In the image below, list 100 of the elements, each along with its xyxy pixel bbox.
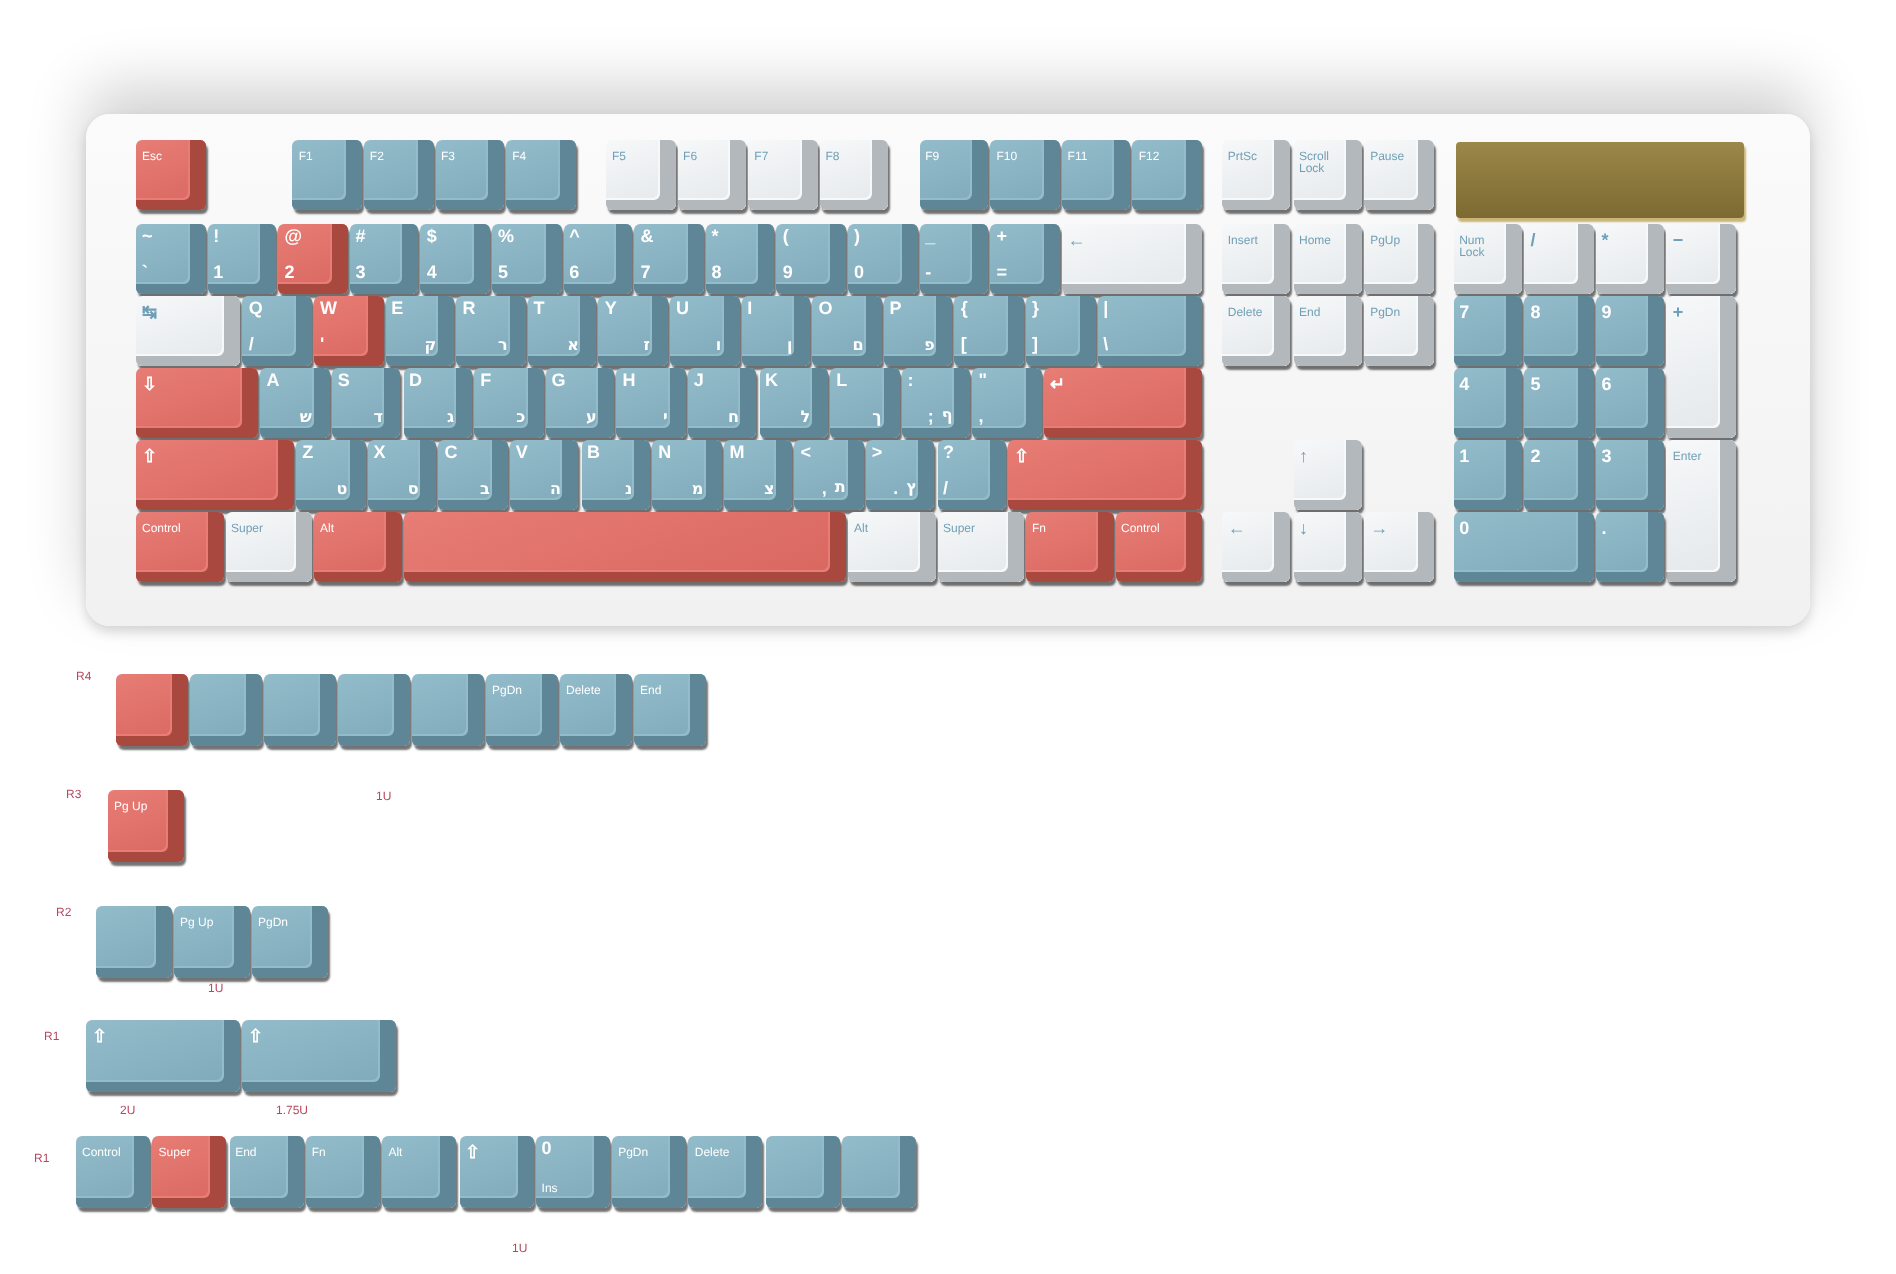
key-legend: + [1672, 304, 1718, 323]
keycap [1595, 440, 1665, 510]
key-legend: ⇩ [142, 376, 241, 395]
keycap [616, 368, 686, 438]
blank-keycap [412, 674, 484, 746]
key-legend: M [729, 444, 775, 463]
key-legend: ר [497, 337, 508, 354]
blank-keycap [190, 674, 262, 746]
key-legend: צ [764, 481, 775, 498]
keycap [1221, 140, 1291, 210]
key-legend: ף [941, 407, 953, 426]
key-legend: ? [943, 444, 989, 463]
key-legend: & [640, 228, 686, 247]
keycap [794, 440, 864, 510]
keycap [865, 440, 935, 510]
key-legend: % [498, 228, 544, 247]
blank-keycap [842, 1136, 916, 1208]
key-legend: נ [624, 481, 633, 498]
keycap [634, 674, 706, 746]
keycap [1453, 512, 1594, 582]
keycap [972, 368, 1042, 438]
key-legend: ד [373, 409, 383, 426]
key-legend: ( [782, 228, 828, 247]
key-legend: W [320, 300, 366, 319]
keycap [634, 224, 704, 294]
key-legend: י [663, 409, 668, 426]
key-legend: " [978, 372, 1024, 391]
keycap [723, 440, 793, 510]
key-legend: V [515, 444, 561, 463]
blank-keycap [765, 1136, 840, 1208]
keycap [331, 368, 401, 438]
key-legend: פ [924, 337, 935, 354]
key-legend: ; [927, 407, 934, 426]
key-legend: ! [213, 228, 259, 247]
key-legend: כ [516, 409, 526, 426]
key-legend: # [355, 228, 401, 247]
key-legend: P [889, 300, 935, 319]
key-legend: ק [424, 337, 437, 354]
keycap [990, 140, 1060, 210]
key-legend: ↹ [142, 304, 223, 323]
key-legend: T [533, 300, 579, 319]
keycap [1026, 512, 1113, 582]
key-legend: מ [691, 481, 704, 498]
key-legend: : [907, 372, 953, 391]
keycap [225, 512, 312, 582]
keycap [1666, 224, 1736, 294]
keycap [1293, 440, 1363, 510]
keycap [748, 140, 818, 210]
keycap [560, 674, 632, 746]
key-legend: ו [715, 337, 722, 354]
key-legend: ↑ [1299, 448, 1345, 467]
key-legend: ] [1032, 335, 1038, 354]
keycap [292, 140, 362, 210]
key-legend: ך [872, 409, 882, 426]
keycap [990, 224, 1060, 294]
keycap [1026, 296, 1096, 366]
key-legend: 5 [498, 263, 509, 282]
key-legend: / [248, 335, 254, 354]
keycap [486, 674, 558, 746]
keycap [492, 224, 562, 294]
key-legend: ט [336, 481, 348, 498]
keycap [260, 368, 330, 438]
key-legend: ⇧ [248, 1028, 378, 1047]
key-legend: X [373, 444, 419, 463]
key-legend: ⇧ [1014, 448, 1184, 467]
key-legend: * [1601, 232, 1647, 251]
keycap [1524, 296, 1594, 366]
keycap [581, 440, 651, 510]
keycap [937, 440, 1007, 510]
keycap [598, 296, 668, 366]
key-legend: ע [585, 409, 597, 426]
keycap [1364, 512, 1434, 582]
key-legend: ^ [569, 228, 615, 247]
keycap [420, 224, 490, 294]
keycap [459, 1136, 533, 1208]
keycap [1115, 512, 1202, 582]
key-legend: 6 [1601, 376, 1647, 395]
keycap [687, 368, 757, 438]
key-legend: ת [834, 479, 846, 498]
key-legend: ← [1227, 520, 1273, 539]
key-legend: U [676, 300, 722, 319]
key-legend: 0 [854, 263, 865, 282]
keycap [152, 1136, 227, 1208]
keycap [363, 140, 433, 210]
keycap [136, 296, 241, 366]
key-legend: N [658, 444, 704, 463]
key-legend: ץ [906, 479, 917, 498]
key-legend: \ [1103, 335, 1109, 354]
keycap [136, 224, 206, 294]
keycap [1293, 140, 1363, 210]
key-legend: ← [1067, 232, 1184, 251]
keycap [1666, 296, 1736, 438]
key-legend: ⇧ [142, 448, 277, 467]
key-legend: Z [302, 444, 348, 463]
key-legend: | [1103, 300, 1184, 319]
keycap [1132, 140, 1202, 210]
key-legend: ס [407, 481, 419, 498]
keycap [252, 906, 328, 978]
key-legend: ח [727, 409, 739, 426]
keycap [314, 512, 401, 582]
